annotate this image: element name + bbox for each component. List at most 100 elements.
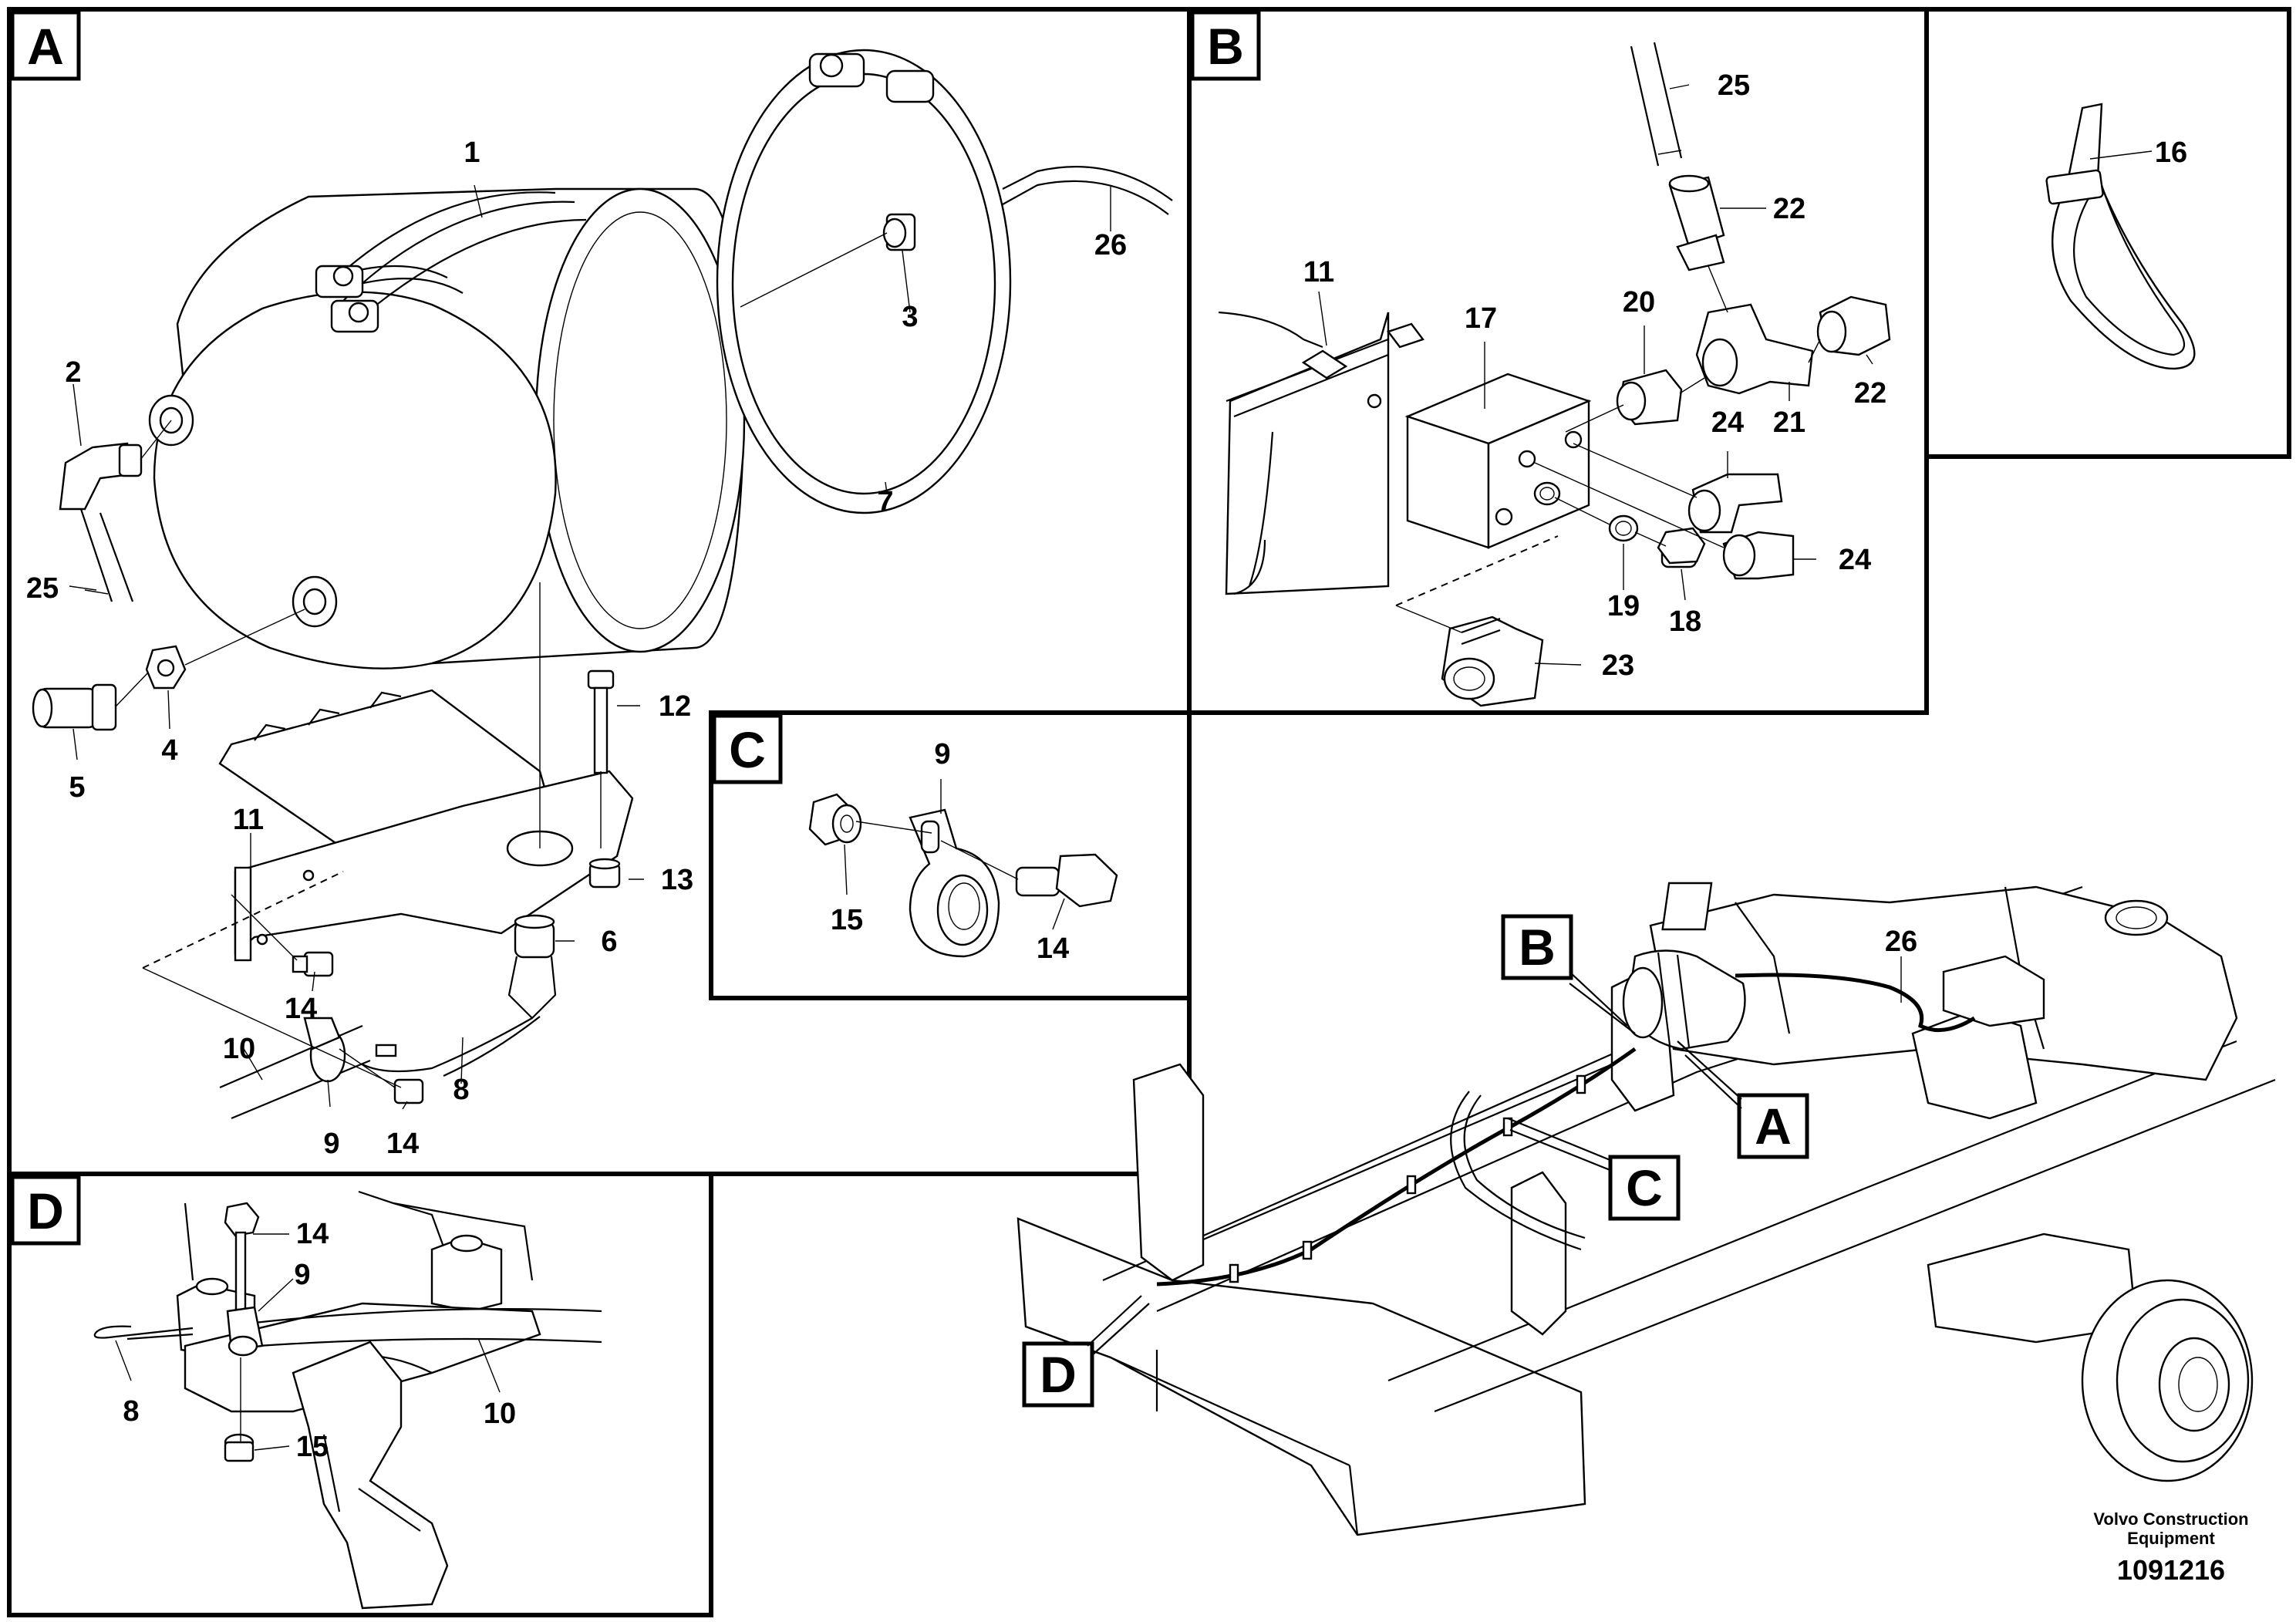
label-a-14b: 14 [386, 1128, 419, 1160]
label-a-4: 4 [161, 734, 177, 767]
label-a-3: 3 [902, 301, 918, 333]
label-b-24-lower: 24 [1839, 544, 1871, 576]
nut-15-d [224, 1357, 255, 1462]
label-b-18: 18 [1669, 605, 1701, 638]
plug-18 [1657, 527, 1706, 568]
label-c-15: 15 [831, 904, 863, 936]
elbow-fitting-2 [59, 420, 172, 602]
drain-plug-6 [507, 914, 557, 1020]
panel-c-tag: C [729, 721, 766, 778]
hose-25-b [1630, 46, 1660, 167]
label-b-11: 11 [1303, 256, 1334, 288]
panel-c-drawing: 9 15 14 [808, 738, 1118, 965]
panel-d-tag: D [27, 1182, 64, 1239]
label-a-7: 7 [877, 486, 893, 518]
cable-8 [362, 1017, 533, 1073]
svg-text:D: D [1040, 1346, 1077, 1403]
panel-frames [7, 7, 2291, 1617]
company-name-line2: Equipment [2127, 1529, 2215, 1548]
pipe-10 [219, 1017, 424, 1120]
nut-13 [588, 858, 621, 889]
panel-a-drawing: 1 2 25 5 4 3 7 26 12 11 13 6 14 10 8 9 1… [26, 49, 1173, 1160]
nipple-20 [1616, 369, 1683, 426]
tee-fitting-21 [1695, 303, 1814, 395]
label-c-9: 9 [934, 738, 950, 771]
rear-axle [1927, 1233, 2254, 1482]
label-b-22-right: 22 [1854, 377, 1886, 410]
label-a-12: 12 [659, 690, 691, 723]
bolt-12 [587, 669, 615, 848]
label-a-6: 6 [601, 926, 617, 958]
valve-block [1404, 373, 1592, 549]
cable-tie-16 [2045, 103, 2196, 370]
panel-d-frame [7, 1172, 713, 1617]
label-d-9: 9 [294, 1259, 310, 1291]
bolt-14-c [1015, 853, 1118, 908]
elbow-24-upper [1687, 473, 1783, 534]
clamp-9-d [226, 1306, 264, 1357]
elbow-23 [1441, 615, 1544, 707]
panel-tags: A B C D [10, 10, 1261, 1246]
cable-10-d [254, 1308, 602, 1324]
panel-b-tag: B [1207, 18, 1244, 75]
nut-15-c [808, 793, 862, 846]
label-b-22-top: 22 [1773, 193, 1805, 225]
label-d-14: 14 [296, 1218, 329, 1250]
label-a-14: 14 [285, 993, 317, 1025]
panel-a-leaders [69, 184, 1111, 1110]
label-a-11: 11 [233, 804, 264, 836]
panel-d-drawing: 14 9 8 10 15 [93, 1190, 602, 1610]
fitting-5 [32, 683, 117, 731]
svg-text:A: A [1755, 1098, 1792, 1155]
label-e-16: 16 [2155, 137, 2187, 169]
label-d-10: 10 [484, 1398, 516, 1430]
callout-b: B [1501, 914, 1636, 1034]
fitting-22-top [1668, 174, 1725, 271]
elbow-24-lower [1722, 531, 1795, 580]
overview-air-tank [1622, 949, 1746, 1050]
air-tank [148, 187, 746, 669]
label-b-17: 17 [1465, 302, 1497, 335]
panel-b-frame [1187, 7, 1929, 715]
panel-c-frame [709, 710, 1192, 1000]
label-a-26: 26 [1094, 229, 1127, 261]
drain-valve [740, 213, 916, 308]
washer-19 [1608, 514, 1639, 542]
label-d-15: 15 [296, 1431, 329, 1463]
label-a-9: 9 [323, 1128, 339, 1160]
label-b-19: 19 [1607, 590, 1640, 622]
label-a-25: 25 [26, 572, 59, 605]
label-overview-26: 26 [1885, 926, 1917, 958]
label-a-13: 13 [661, 864, 693, 896]
label-a-1: 1 [464, 137, 480, 169]
label-d-8: 8 [123, 1395, 139, 1428]
drawing-number: 1091216 [2117, 1554, 2225, 1586]
fitting-22-right [1816, 295, 1891, 356]
hose-26 [1002, 166, 1173, 201]
label-b-25: 25 [1718, 69, 1750, 102]
tank-bracket [218, 582, 634, 962]
label-b-23: 23 [1602, 649, 1634, 682]
machine-frame-overview: B A C D 26 [1017, 882, 2276, 1536]
label-a-5: 5 [69, 771, 85, 804]
tank-strap [716, 49, 1012, 514]
label-b-24-upper: 24 [1711, 406, 1744, 439]
callout-c: C [1507, 1117, 1681, 1221]
label-b-20: 20 [1623, 286, 1655, 319]
cable-8-d [93, 1325, 194, 1339]
nut-4 [115, 609, 305, 707]
label-c-14: 14 [1037, 932, 1069, 965]
company-name-line1: Volvo Construction [2093, 1509, 2248, 1529]
label-a-2: 2 [65, 356, 81, 389]
bolt-14-a [231, 894, 334, 977]
svg-text:B: B [1519, 919, 1556, 976]
callout-d: D [1022, 1295, 1150, 1408]
callout-a: A [1677, 1040, 1809, 1159]
drawing-footer: Volvo Construction Equipment 1091216 [2093, 1509, 2248, 1586]
panel-e-frame [1924, 7, 2291, 459]
label-a-10: 10 [223, 1033, 255, 1065]
clamp-9-c [909, 808, 1000, 958]
label-a-8: 8 [453, 1074, 469, 1106]
panel-a-tag: A [27, 18, 64, 75]
